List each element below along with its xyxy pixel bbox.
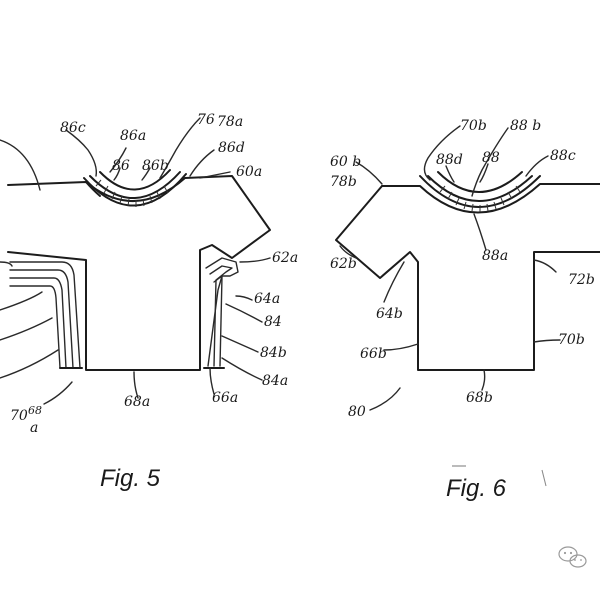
ref-84b: 84b [260,345,287,361]
fig5-labels: 86c 86a 86 86b 76 78a 86d 60a 62a 64a 84… [10,112,298,436]
wechat-icon [558,546,587,568]
ref-70: 70 [10,408,28,424]
fig5-caption: Fig. 5 [100,465,161,492]
ref-84a: 84a [262,373,288,389]
ref-62b: 62b [330,256,357,272]
ref-68a: 68a [124,394,150,410]
ref-62a: 62a [272,250,298,266]
scan-mark [541,469,547,487]
ref-70b: 70b [460,118,487,134]
fig6-collar [419,175,541,208]
ref-78b: 78b [330,174,357,190]
fig5-collar [83,173,187,207]
ref-88a: 88a [482,248,508,264]
ref-86d: 86d [218,140,245,156]
ref-66b: 66b [360,346,387,362]
ref-84: 84 [264,314,282,330]
ref-86b: 86b [142,158,169,174]
ref-76: 76 [197,112,215,128]
ref-66a: 66a [212,390,238,406]
ref-68: 68 [28,404,42,417]
ref-86a: 86a [120,128,146,144]
ref-68b: 68b [466,390,493,406]
ref-78a: 78a [217,114,243,130]
fig5-shirt [0,117,271,405]
fig6-shirt [335,125,600,411]
ref-60b: 60 b [330,154,361,170]
ref-72b: 72b [568,272,595,288]
ref-70b-body: 70b [558,332,585,348]
ref-64a: 64a [254,291,280,307]
ref-a: a [30,420,38,436]
fig6-labels: 70b 88 b 88d 88 88c 60 b 78b 88a 62b 72b… [330,118,595,420]
ref-88d: 88d [436,152,463,168]
ref-80: 80 [348,404,366,420]
fig6-caption: Fig. 6 [446,475,507,502]
ref-60a: 60a [236,164,262,180]
ref-64b: 64b [376,306,403,322]
ref-86: 86 [112,158,130,174]
ref-86c: 86c [60,120,86,136]
ref-88c: 88c [550,148,576,164]
ref-88b: 88 b [510,118,541,134]
ref-88: 88 [482,150,500,166]
fig5-left-panel [9,261,81,369]
